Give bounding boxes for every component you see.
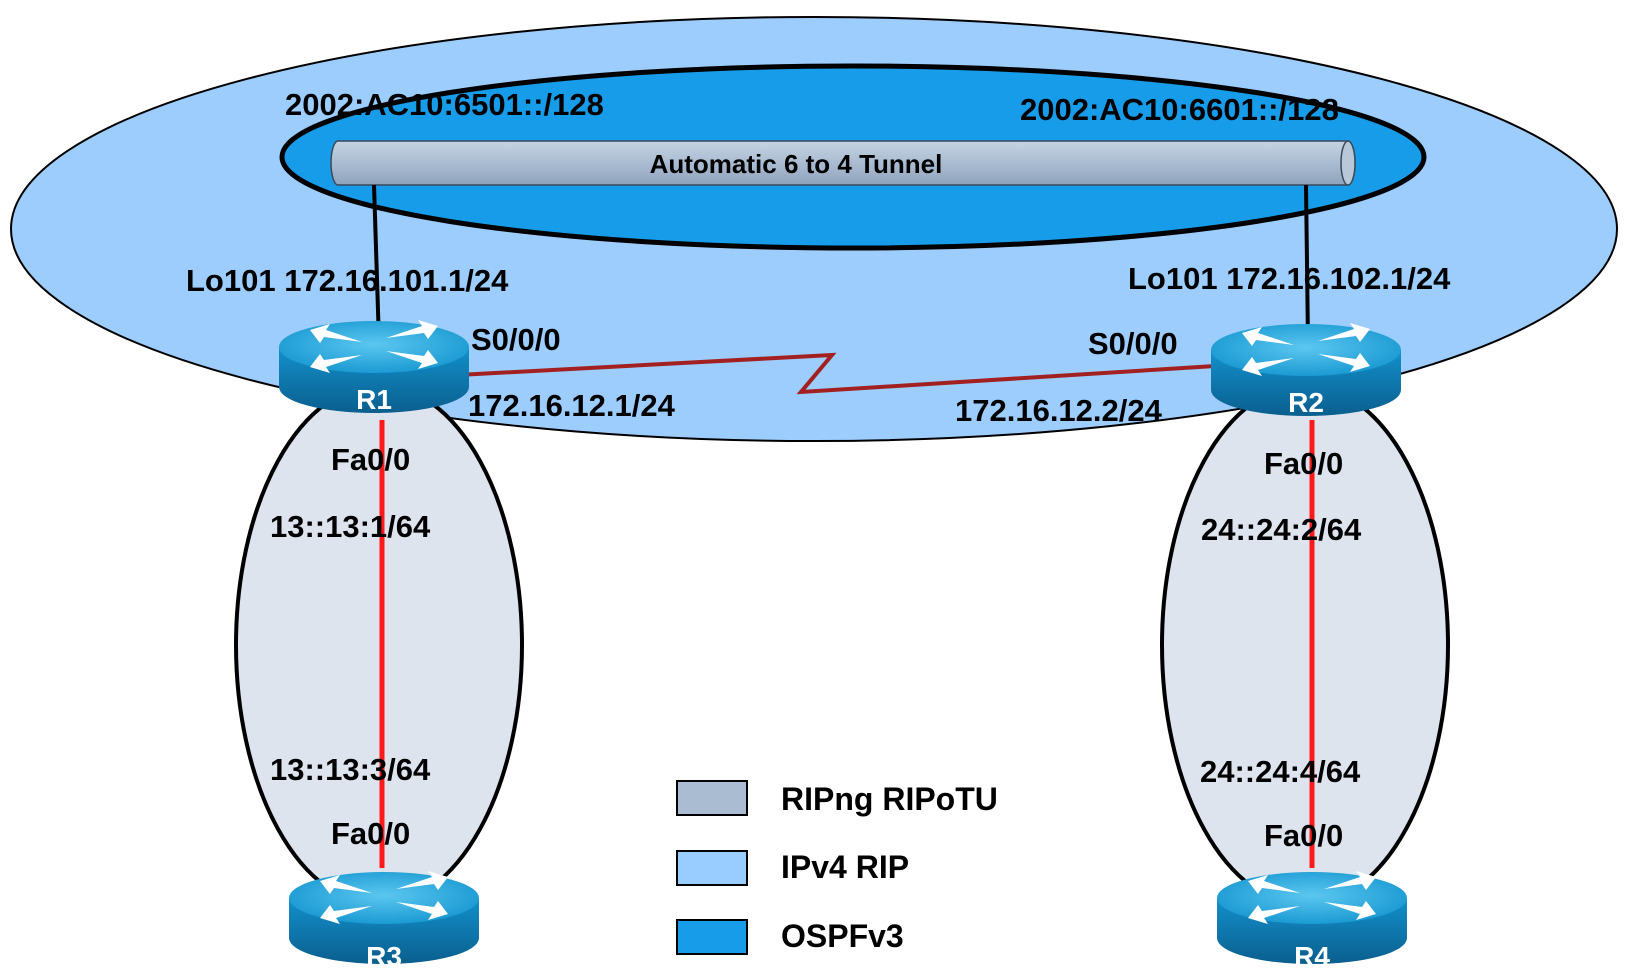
r2-6to4-address: 2002:AC10:6601::/128	[1020, 92, 1339, 127]
legend-swatch-ipv4-rip	[676, 850, 748, 886]
router-r3-label: R3	[366, 941, 402, 972]
router-r4-label: R4	[1294, 941, 1330, 972]
legend-swatch-ospfv3	[676, 919, 748, 955]
r2-fa-ipv6: 24::24:2/64	[1201, 512, 1362, 547]
r2-tunnel-link	[1304, 184, 1310, 343]
legend: RIPng RIPoTU IPv4 RIP OSPFv3	[676, 780, 998, 955]
r1-fa-ipv6: 13::13:1/64	[270, 509, 431, 544]
r1-tunnel-link	[372, 184, 381, 343]
r1-6to4-address: 2002:AC10:6501::/128	[285, 87, 604, 122]
r1-fa-interface: Fa0/0	[331, 442, 410, 477]
router-r1-label: R1	[356, 384, 392, 415]
r2-fa-interface: Fa0/0	[1264, 446, 1343, 481]
r2-serial-interface: S0/0/0	[1088, 326, 1178, 361]
legend-label-ripng: RIPng RIPoTU	[781, 781, 998, 817]
serial-link	[457, 352, 1216, 395]
r3-fa-ipv6: 13::13:3/64	[270, 752, 431, 787]
r4-fa-ipv6: 24::24:4/64	[1200, 754, 1361, 789]
router-r2-label: R2	[1288, 387, 1324, 418]
tunnel-tube	[330, 140, 1356, 186]
legend-label-ipv4-rip: IPv4 RIP	[781, 849, 909, 885]
r1-loopback-label: Lo101 172.16.101.1/24	[186, 263, 509, 298]
r1-serial-interface: S0/0/0	[471, 322, 561, 357]
r2-serial-ip: 172.16.12.2/24	[955, 393, 1163, 428]
tunnel-label: Automatic 6 to 4 Tunnel	[650, 149, 943, 179]
legend-swatch-ripng	[676, 780, 748, 816]
r3-fa-interface: Fa0/0	[331, 816, 410, 851]
legend-label-ospfv3: OSPFv3	[781, 918, 904, 954]
r1-serial-ip: 172.16.12.1/24	[468, 388, 676, 423]
r4-fa-interface: Fa0/0	[1264, 818, 1343, 853]
r2-loopback-label: Lo101 172.16.102.1/24	[1128, 261, 1451, 296]
